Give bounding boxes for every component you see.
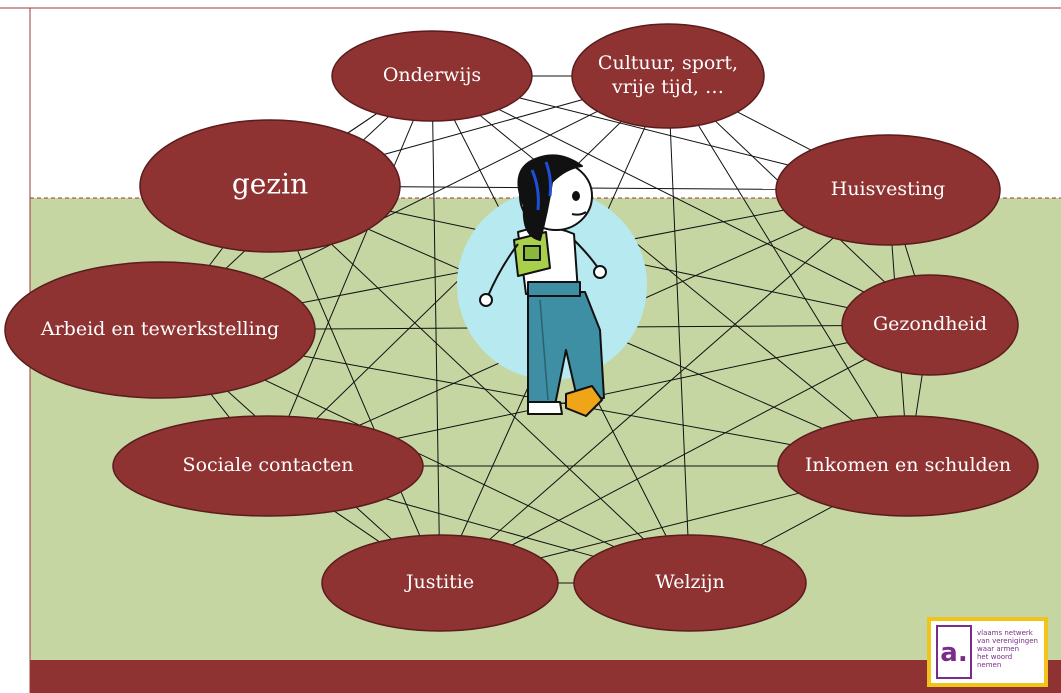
node-sociale-label: Sociale contacten — [183, 454, 354, 476]
logo-mark-box — [936, 625, 972, 679]
edge-justitie-sociale — [334, 510, 380, 543]
eye — [572, 191, 580, 201]
node-gezondheid: Gezondheid — [841, 274, 1019, 376]
trouser-crease — [539, 299, 549, 401]
edge-arbeid-welzijn — [264, 379, 615, 548]
edge-cultuur-gezin — [384, 99, 583, 155]
edge-gezin-welzijn — [331, 243, 644, 540]
edge-cultuur-welzijn — [669, 127, 689, 536]
edge-arbeid-gezin — [208, 247, 224, 266]
edge-huisvesting-justitie — [489, 237, 834, 540]
node-arbeid-ellipse — [4, 261, 316, 399]
child-character-illustration — [457, 154, 647, 417]
node-gezin-label: gezin — [232, 168, 308, 201]
node-welzijn-ellipse — [573, 534, 807, 632]
organisation-logo: a. vlaams netwerk van verenigingen waar … — [927, 617, 1048, 687]
edge-inkomen-welzijn — [760, 506, 833, 546]
edge-sociale-welzijn — [385, 498, 594, 557]
node-arbeid-label: Arbeid en tewerkstelling — [40, 318, 279, 340]
logo-mark: a. — [940, 638, 967, 668]
node-inkomen-label: Inkomen en schulden — [805, 454, 1011, 476]
node-gezondheid-label: Gezondheid — [873, 313, 987, 335]
edge-gezondheid-sociale — [397, 342, 848, 439]
logo-line-4: het woord — [977, 653, 1012, 661]
logo-line-5: nemen — [977, 661, 1001, 669]
node-justitie-ellipse — [321, 534, 559, 632]
edge-gezondheid-inkomen — [915, 374, 923, 417]
node-huisvesting-label: Huisvesting — [831, 178, 945, 200]
edge-huisvesting-gezondheid — [904, 244, 916, 276]
node-cultuur: Cultuur, sport,vrije tijd, … — [571, 23, 765, 129]
edge-onderwijs-huisvesting — [519, 97, 789, 166]
hair-highlight-1 — [530, 169, 540, 211]
left-hand — [479, 293, 493, 307]
node-huisvesting-ellipse — [775, 134, 1001, 246]
bottom-band — [30, 660, 1061, 693]
logo-line-1: vlaams netwerk — [977, 629, 1034, 637]
edge-onderwijs-gezondheid — [498, 108, 865, 293]
node-sociale: Sociale contacten — [112, 415, 424, 517]
right-shoe — [565, 385, 603, 417]
logo-line-3: waar armen — [977, 645, 1019, 653]
node-layer: Onderwijs Cultuur, sport,vrije tijd, … gez… — [4, 23, 1039, 632]
node-sociale-ellipse — [112, 415, 424, 517]
edge-sociale-arbeid — [210, 393, 230, 418]
edge-justitie-inkomen — [540, 492, 800, 559]
node-welzijn-label: Welzijn — [655, 571, 725, 593]
node-cultuur-label: Cultuur, sport, — [598, 52, 738, 74]
node-inkomen: Inkomen en schulden — [777, 415, 1039, 517]
logo-line-2: van verenigingen — [977, 637, 1038, 645]
node-inkomen-ellipse — [777, 415, 1039, 517]
right-hand — [593, 265, 607, 279]
edge-cultuur-huisvesting — [737, 111, 812, 151]
left-arm — [487, 243, 519, 297]
hair-highlight-2 — [544, 161, 552, 197]
node-onderwijs-ellipse — [331, 30, 533, 122]
node-justitie-label: Justitie — [404, 571, 474, 593]
node-onderwijs: Onderwijs — [331, 30, 533, 122]
node-gezin-ellipse — [139, 119, 401, 253]
node-welzijn: Welzijn — [573, 534, 807, 632]
node-cultuur-ellipse — [571, 23, 765, 129]
node-huisvesting: Huisvesting — [775, 134, 1001, 246]
left-shoe — [527, 401, 563, 415]
edge-cultuur-arbeid — [261, 110, 598, 280]
node-cultuur-label: vrije tijd, … — [611, 76, 724, 98]
node-onderwijs-label: Onderwijs — [383, 64, 481, 86]
backpack-pocket — [523, 245, 541, 261]
edge-onderwijs-gezin — [347, 113, 378, 134]
node-gezin: gezin — [139, 119, 401, 253]
mouth — [571, 211, 587, 216]
node-gezondheid-ellipse — [841, 274, 1019, 376]
edge-gezondheid-justitie — [511, 358, 866, 546]
child-figure — [479, 154, 607, 417]
belt — [527, 281, 581, 297]
node-arbeid: Arbeid en tewerkstelling — [4, 261, 316, 399]
node-justitie: Justitie — [321, 534, 559, 632]
